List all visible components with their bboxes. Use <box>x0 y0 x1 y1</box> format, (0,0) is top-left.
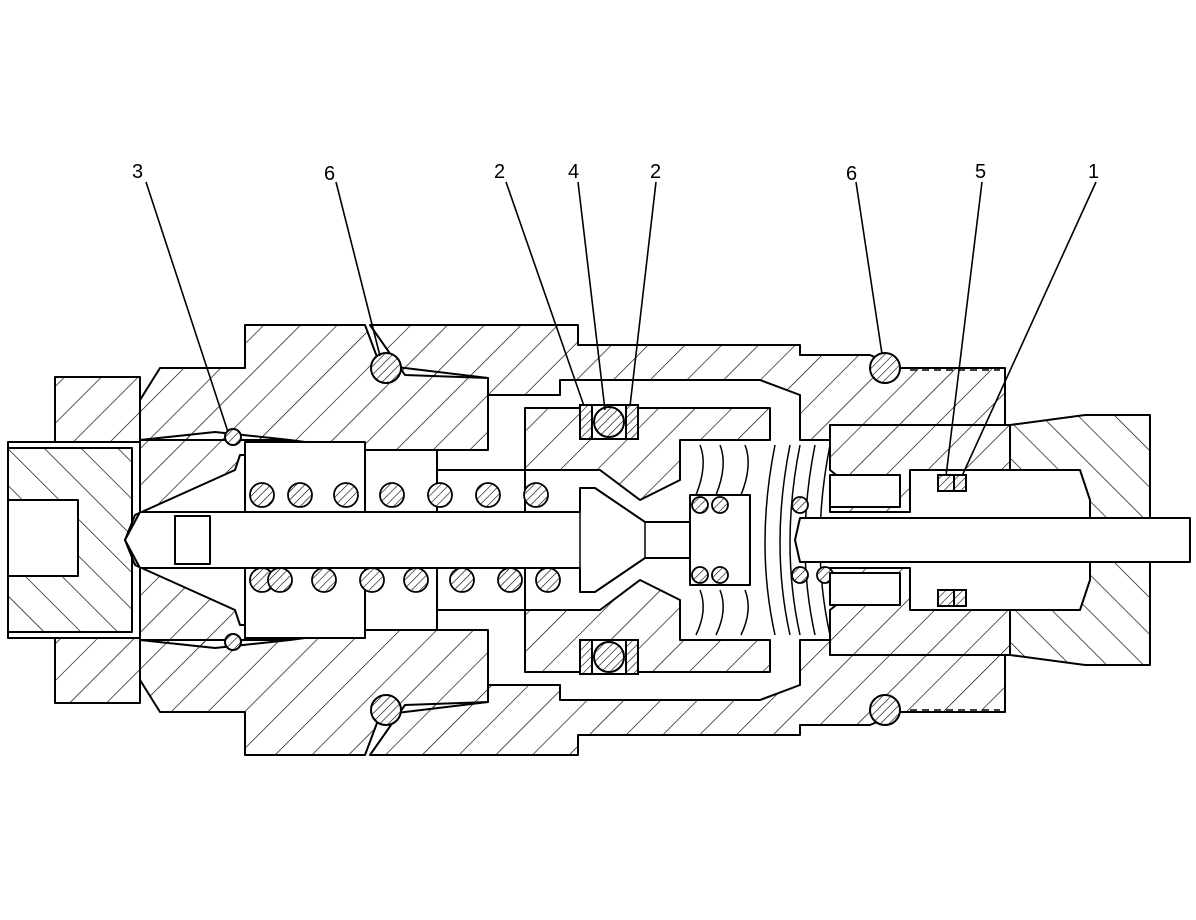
callout-1: 1 <box>1088 161 1099 183</box>
callout-2-right: 2 <box>650 161 661 183</box>
ball-3 <box>224 428 242 446</box>
callout-6-right: 6 <box>846 163 857 185</box>
o-ring-6-right-bottom <box>869 694 901 726</box>
callout-4: 4 <box>568 161 579 183</box>
backup-ring-1 <box>953 474 967 492</box>
left-adapter <box>124 324 489 756</box>
callout-labels: 3 6 2 4 2 6 5 1 <box>132 161 1099 185</box>
callout-3: 3 <box>132 161 143 183</box>
leader-lines <box>145 181 1097 477</box>
left-nut <box>7 376 141 704</box>
callout-5: 5 <box>975 161 986 183</box>
left-spring <box>249 482 561 593</box>
seal-5 <box>937 474 955 492</box>
seals <box>224 352 967 726</box>
callout-2-left: 2 <box>494 161 505 183</box>
o-ring-4 <box>593 406 625 438</box>
o-ring-6-left-bottom <box>370 694 402 726</box>
backup-ring-2-right <box>625 404 639 440</box>
plunger <box>124 487 741 593</box>
right-spring <box>689 444 1191 636</box>
callout-6-left: 6 <box>324 163 335 185</box>
o-ring-6-left-top <box>370 352 402 384</box>
backup-ring-2-left <box>579 404 593 440</box>
o-ring-6-right-top <box>869 352 901 384</box>
